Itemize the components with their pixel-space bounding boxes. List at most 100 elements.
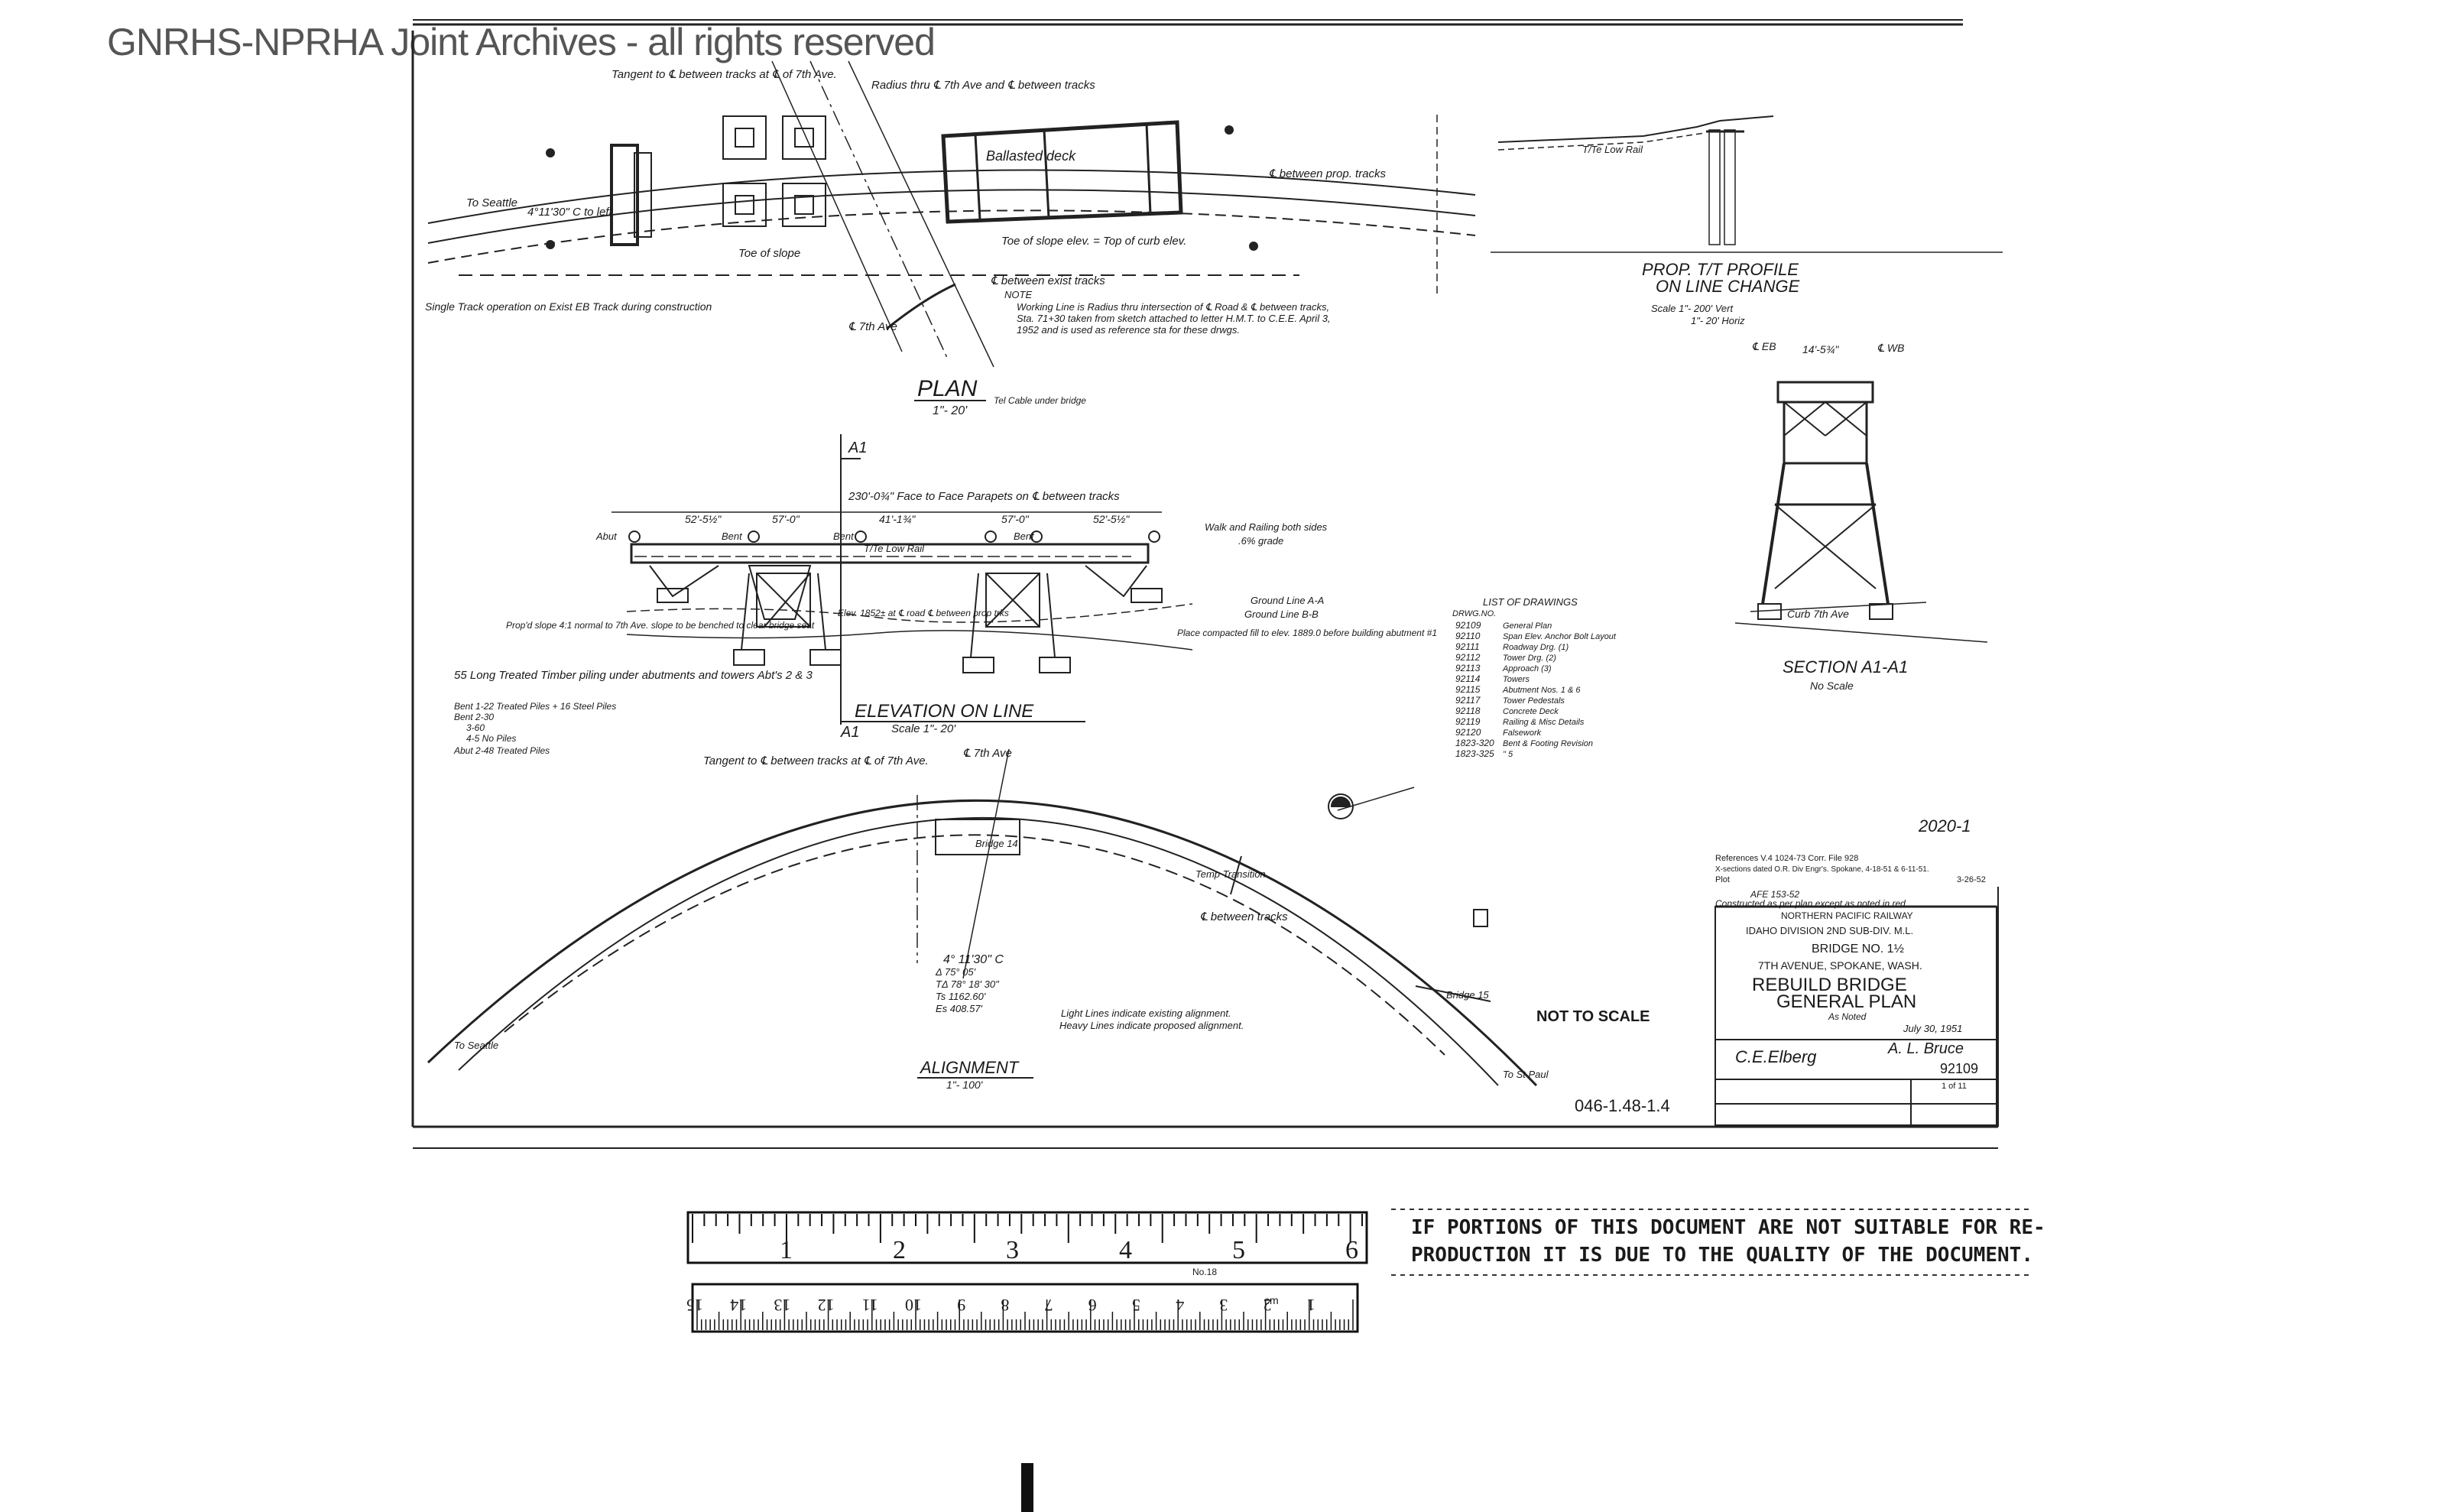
elevation-annotations: A1 A1 230'-0¾" Face to Face Parapets on … (453, 440, 1437, 756)
title-heading-1: REBUILD BRIDGE (1752, 975, 1907, 995)
sheet-ref: 2020-1 (1918, 816, 1971, 835)
elevation-span-5: 52'-5½" (1093, 513, 1130, 525)
plan-note-label: NOTE (1004, 289, 1032, 300)
elevation-walk: Walk and Railing both sides (1205, 521, 1328, 533)
archive-watermark: GNRHS-NPRHA Joint Archives - all rights … (107, 21, 936, 63)
alignment-title: ALIGNMENT (919, 1058, 1020, 1077)
plan-note-curve: 4°11'30" C to left (527, 206, 612, 219)
drawing-number-1: 92110 (1455, 631, 1481, 641)
drawing-number-12: 1823-325 (1455, 748, 1494, 759)
elevation-grade: .6% grade (1238, 535, 1283, 547)
title-block: 2020-1 References V.4 1024-73 Corr. File… (1575, 816, 1997, 1126)
section-title: SECTION A1-A1 (1783, 657, 1908, 677)
drawing-number-7: 92117 (1455, 695, 1481, 706)
ruler-maker: No.18 (1192, 1267, 1217, 1277)
title-heading-2: GENERAL PLAN (1776, 991, 1916, 1012)
ruler-cm-label: 4 (1176, 1296, 1184, 1315)
bridge-number: BRIDGE NO. 1½ (1812, 943, 1904, 956)
plan-annotations: Tangent to ℄ between tracks at ℄ of 7th … (425, 68, 1387, 417)
drawing-title-10: Falsework (1503, 728, 1542, 738)
bridge-location: 7TH AVENUE, SPOKANE, WASH. (1758, 959, 1922, 972)
ruler-cm-label: 14 (730, 1296, 747, 1315)
ruler-cm-label: 5 (1132, 1296, 1140, 1315)
ruler-cm-label: 12 (818, 1296, 835, 1315)
elevation-bent-4: 4-5 No Piles (466, 733, 516, 744)
ruler-cm-label: 13 (774, 1296, 790, 1315)
plan-note-ballasted-deck: Ballasted deck (986, 148, 1076, 164)
ruler-cm-label: 8 (1001, 1296, 1009, 1315)
elevation-bent-list: Bent 1-22 Treated Piles + 16 Steel Piles (454, 701, 616, 712)
drawing-title-0: General Plan (1503, 621, 1552, 631)
drawing-number-11: 1823-320 (1455, 738, 1494, 748)
plan-note-toe-slope-elev: Toe of slope elev. = Top of curb elev. (1001, 235, 1186, 248)
elevation-low-rail: T/Te Low Rail (864, 543, 925, 554)
quality-notice-line-2: PRODUCTION IT IS DUE TO THE QUALITY OF T… (1411, 1244, 2033, 1267)
alignment-curve-3: Ts 1162.60' (936, 991, 986, 1002)
division: IDAHO DIVISION 2ND SUB-DIV. M.L. (1746, 925, 1913, 936)
elevation-span-1: 52'-5½" (685, 513, 722, 525)
drawing-title-7: Tower Pedestals (1503, 696, 1565, 706)
drawing-title-9: Railing & Misc Details (1503, 718, 1585, 727)
section-view (1734, 381, 1988, 643)
alignment-seventh: ℄ 7th Ave (963, 747, 1012, 760)
section-curb: Curb 7th Ave (1787, 608, 1849, 620)
elevation-span-4: 57'-0" (1001, 513, 1030, 525)
plan-note-seventh-ave: ℄ 7th Ave (848, 320, 897, 333)
afe-number: AFE 153-52 (1750, 889, 1799, 900)
alignment-scale: 1"- 100' (946, 1079, 984, 1091)
elevation-title: ELEVATION ON LINE (855, 701, 1034, 722)
drawing-number-3: 92112 (1455, 652, 1481, 663)
elevation-bent-3: 3-60 (466, 722, 485, 733)
profile-rail: T/Te Low Rail (1582, 144, 1643, 155)
elevation-bent-label-3: Bent (1014, 530, 1035, 542)
ruler-inch-label: 1 (780, 1236, 793, 1264)
drawing-title-2: Roadway Drg. (1) (1503, 643, 1569, 652)
alignment-heavy: Heavy Lines indicate proposed alignment. (1059, 1020, 1244, 1031)
drawings-list-header: DRWG.NO. (1452, 609, 1496, 618)
elevation-scale: Scale 1"- 20' (891, 722, 956, 735)
drawing-title-5: Towers (1503, 675, 1530, 684)
not-to-scale-label: NOT TO SCALE (1536, 1008, 1650, 1025)
plot-date: 3-26-52 (1957, 875, 1986, 884)
alignment-curve-1: Δ 75° 05' (935, 966, 976, 978)
ruler-inch-label: 4 (1119, 1236, 1132, 1264)
drawing-number-4: 92113 (1455, 663, 1481, 673)
section-track-wb: ℄ WB (1877, 342, 1904, 354)
profile-annotations: PROP. T/T PROFILE ON LINE CHANGE Scale 1… (1582, 144, 1800, 326)
quality-notice-line-1: IF PORTIONS OF THIS DOCUMENT ARE NOT SUI… (1411, 1216, 2045, 1239)
plan-note-toe-slope: Toe of slope (738, 247, 800, 260)
ruler-ticks (692, 1214, 1363, 1330)
section-annotations: 14'-5¾" ℄ WB ℄ EB Curb 7th Ave SECTION A… (1752, 340, 1908, 692)
drawing-title-3: Tower Drg. (2) (1503, 654, 1556, 663)
drawing-number-9: 92119 (1455, 716, 1481, 727)
drawing-number-6: 92115 (1455, 684, 1481, 695)
profile-subtitle: ON LINE CHANGE (1656, 277, 1800, 296)
alignment-curve-0: 4° 11'30" C (943, 953, 1004, 966)
elevation-compacted: Place compacted fill to elev. 1889.0 bef… (1177, 628, 1437, 638)
plan-working-line-text: Working Line is Radius thru intersection… (1017, 301, 1331, 336)
alignment-light: Light Lines indicate existing alignment. (1061, 1007, 1231, 1019)
signature-2: A. L. Bruce (1887, 1040, 1964, 1057)
plot-label: Plot (1715, 875, 1730, 884)
railway-name: NORTHERN PACIFIC RAILWAY (1781, 910, 1913, 921)
elevation-road: Elev. 1852± at ℄ road ℄ between prop trk… (838, 608, 1009, 618)
sheet-count: 1 of 11 (1942, 1082, 1967, 1091)
elevation-span-3: 41'-1¾" (879, 513, 916, 525)
ruler-cm-label: 2 (1264, 1296, 1272, 1315)
alignment-to-seattle: To Seattle (454, 1040, 498, 1051)
ruler-cm-label: 15 (686, 1296, 703, 1315)
ruler-cm-label: 9 (957, 1296, 965, 1315)
plan-note-radius: Radius thru ℄ 7th Ave and ℄ between trac… (871, 79, 1095, 92)
plan-note-between-exist: ℄ between exist tracks (991, 274, 1105, 287)
plan-note-to-seattle: To Seattle (466, 196, 517, 209)
sheet-border (411, 19, 1999, 1149)
ruler-cm-label: 7 (1045, 1296, 1053, 1315)
elevation-span-2: 57'-0" (772, 513, 800, 525)
section-track-eb: ℄ EB (1752, 340, 1776, 352)
elevation-bent-label-1: Bent (722, 530, 743, 542)
elevation-bent-label-2: Bent (833, 530, 855, 542)
alignment-tangent: Tangent to ℄ between tracks at ℄ of 7th … (703, 754, 929, 767)
drawing-title-12: " 5 (1503, 750, 1513, 759)
